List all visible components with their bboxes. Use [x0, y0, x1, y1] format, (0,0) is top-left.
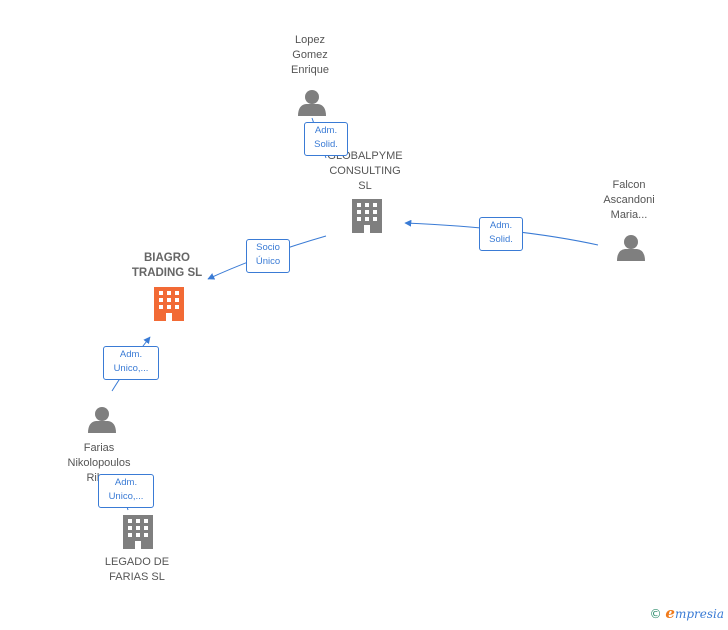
building-icon-main[interactable] [154, 287, 184, 321]
brand-initial: e [665, 604, 675, 622]
copyright-icon: © [649, 607, 662, 621]
edge-label-globalpyme-biagro[interactable]: Socio Único [246, 239, 290, 273]
building-icon[interactable] [123, 515, 153, 549]
node-label-falcon[interactable]: Falcon Ascandoni Maria... [603, 179, 655, 221]
person-icon[interactable] [88, 407, 116, 433]
edge-label-falcon-globalpyme[interactable]: Adm. Solid. [479, 217, 523, 251]
node-label-lopez[interactable]: Lopez Gomez Enrique [291, 34, 329, 76]
brand-name: mpresia [674, 607, 724, 621]
edge-label-farias-biagro[interactable]: Adm. Unico,... [103, 346, 159, 380]
edge-label-farias-legado[interactable]: Adm. Unico,... [98, 474, 154, 508]
person-icon[interactable] [617, 235, 645, 261]
node-label-biagro[interactable]: BIAGRO TRADING SL [131, 252, 203, 279]
node-label-legado[interactable]: LEGADO DE FARIAS SL [104, 556, 170, 583]
edge-label-lopez-globalpyme[interactable]: Adm. Solid. [304, 122, 348, 156]
person-icon[interactable] [298, 90, 326, 116]
building-icon[interactable] [352, 199, 382, 233]
empresia-logo: © empresia [650, 604, 724, 622]
